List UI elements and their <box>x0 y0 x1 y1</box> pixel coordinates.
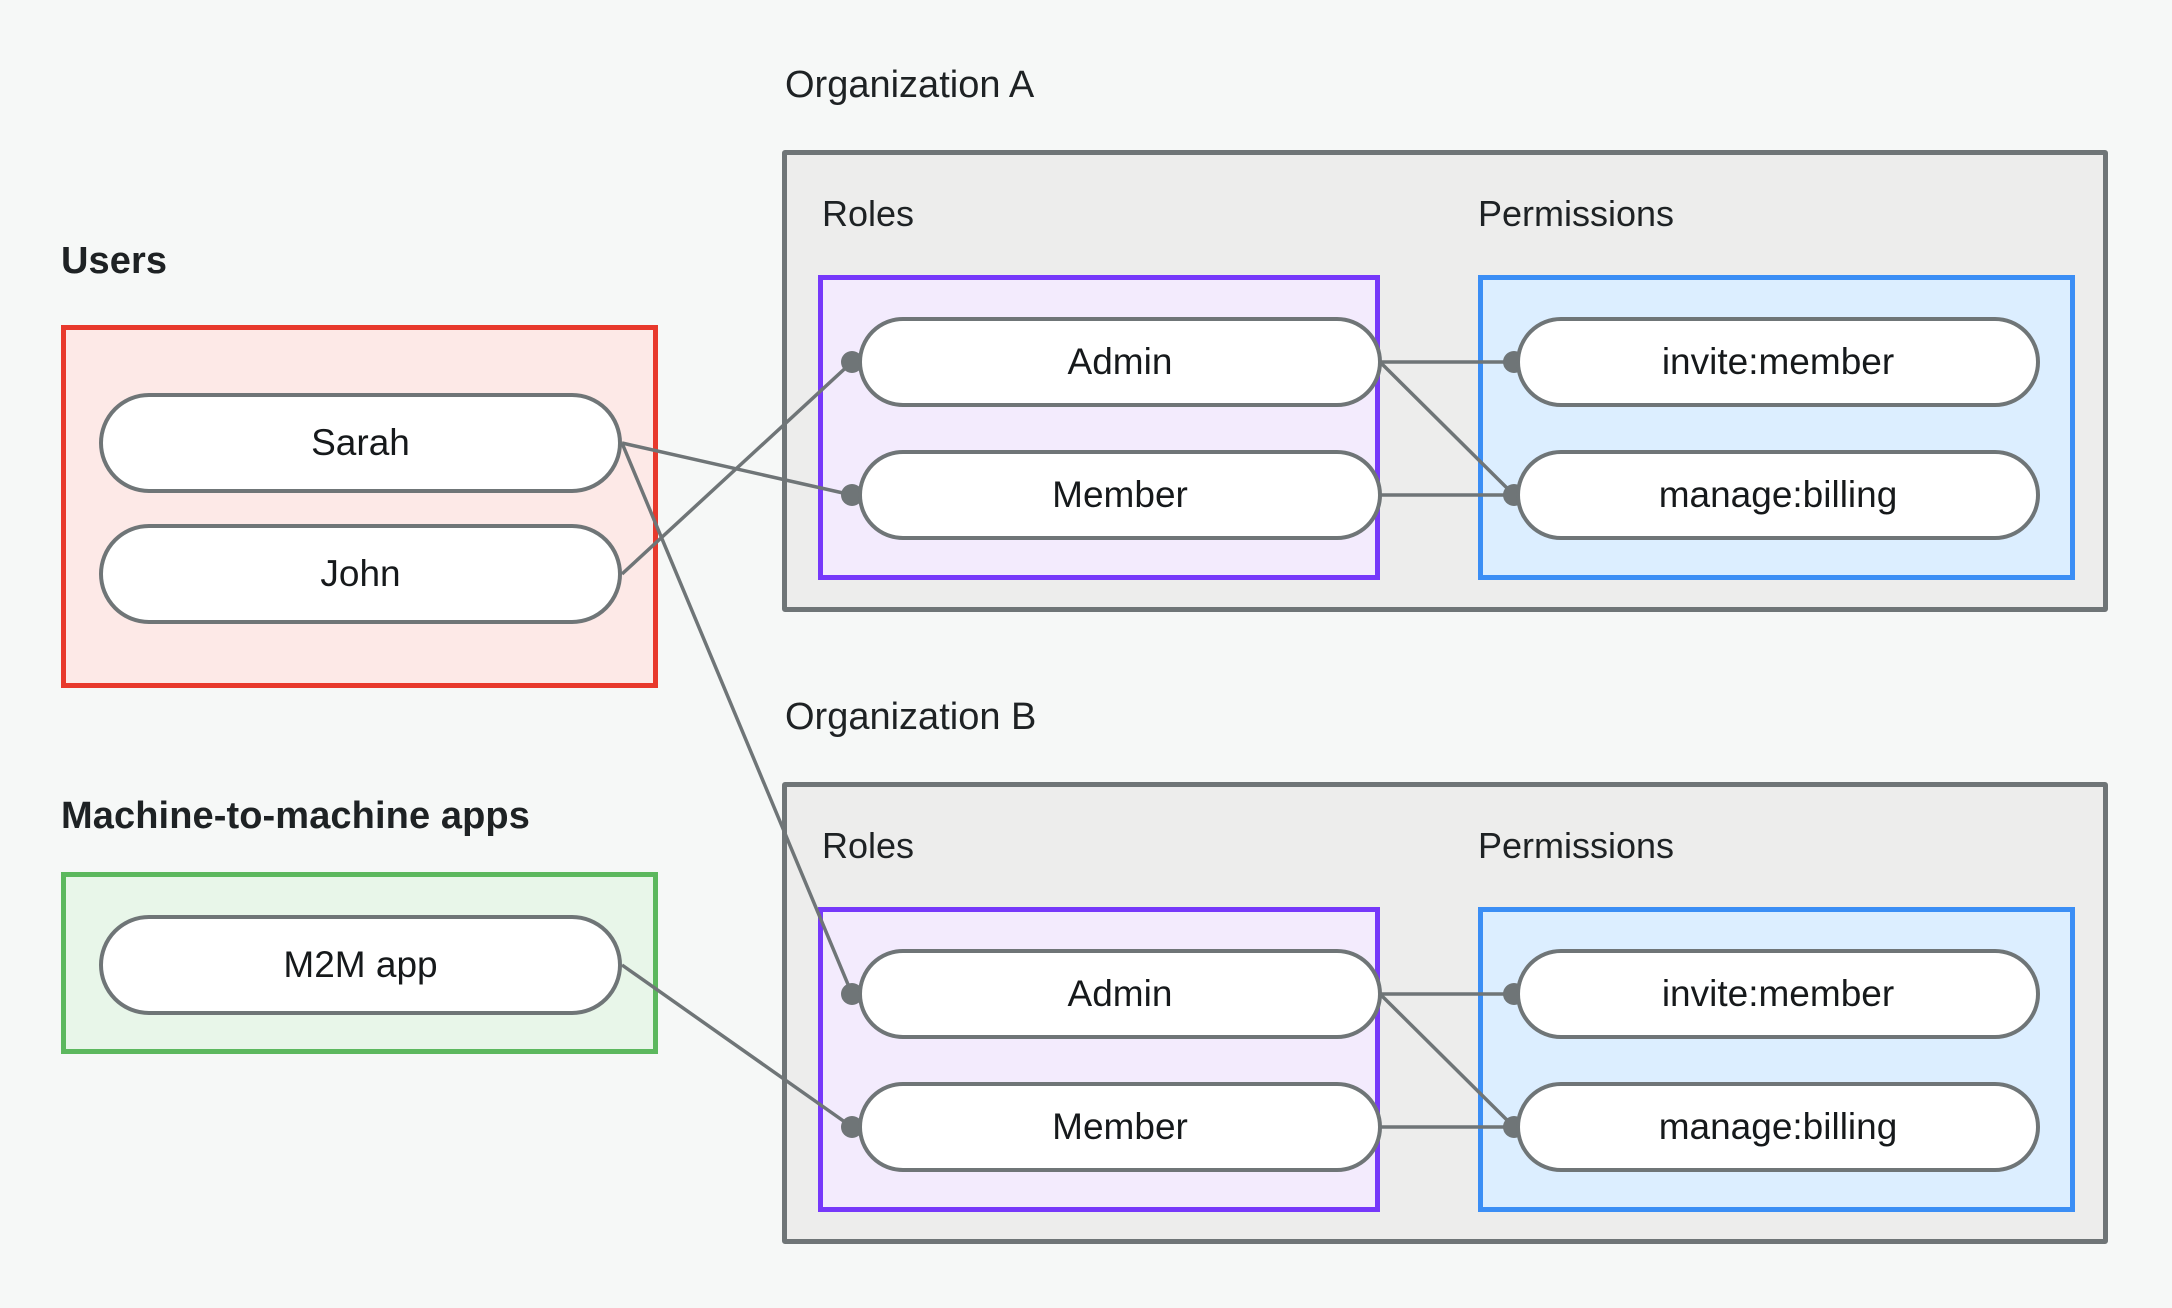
node-m2m-app[interactable]: M2M app <box>99 915 622 1015</box>
organization-b-permissions-title: Permissions <box>1478 825 1675 866</box>
node-user-sarah[interactable]: Sarah <box>99 393 622 493</box>
node-org-b-role-member[interactable]: Member <box>858 1082 1382 1172</box>
node-org-b-role-admin[interactable]: Admin <box>858 949 1382 1039</box>
organization-a-permissions-title: Permissions <box>1478 193 1675 234</box>
organization-a-roles-title: Roles <box>822 193 915 234</box>
organization-a-title: Organization A <box>785 64 1035 106</box>
node-org-a-role-admin[interactable]: Admin <box>858 317 1382 407</box>
node-org-a-permission-invite-member[interactable]: invite:member <box>1516 317 2040 407</box>
node-org-a-permission-manage-billing[interactable]: manage:billing <box>1516 450 2040 540</box>
m2m-group-title: Machine-to-machine apps <box>61 795 530 837</box>
node-user-john[interactable]: John <box>99 524 622 624</box>
users-group-title: Users <box>61 240 168 282</box>
node-org-a-role-member[interactable]: Member <box>858 450 1382 540</box>
node-org-b-permission-invite-member[interactable]: invite:member <box>1516 949 2040 1039</box>
users-group-box <box>61 325 658 688</box>
node-org-b-permission-manage-billing[interactable]: manage:billing <box>1516 1082 2040 1172</box>
organization-b-title: Organization B <box>785 696 1037 738</box>
organization-b-roles-title: Roles <box>822 825 915 866</box>
